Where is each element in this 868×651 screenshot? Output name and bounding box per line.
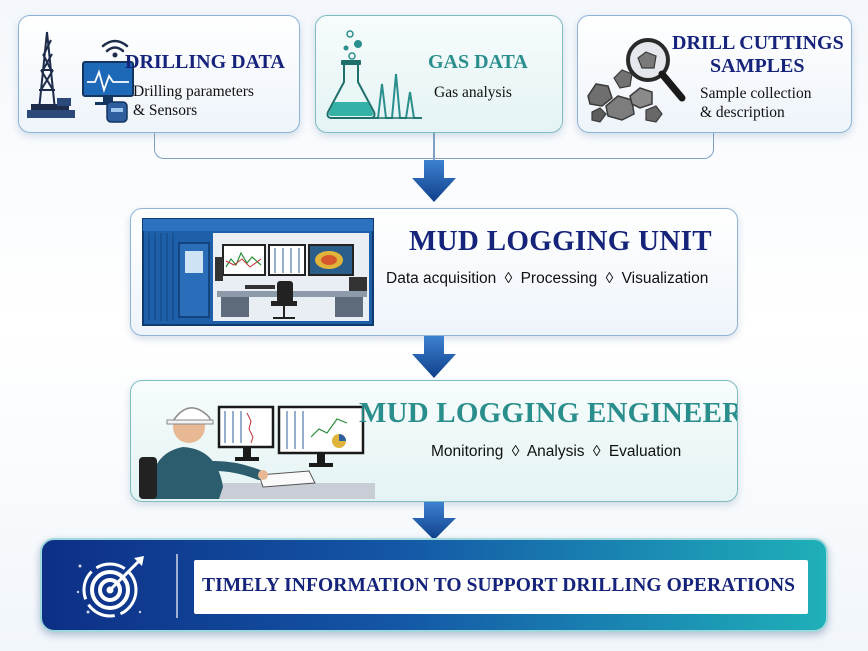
gas-data-card: GAS DATA Gas analysis	[315, 15, 563, 133]
unit-function-visualization: Visualization	[621, 270, 709, 287]
unit-separator-1: ◊	[504, 270, 513, 287]
mud-logging-unit-card: MUD LOGGING UNIT Data acquisition ◊ Proc…	[130, 208, 738, 336]
drill-cuttings-subtitle-2: & description	[700, 104, 785, 121]
gas-data-title: GAS DATA	[428, 51, 528, 73]
engineer-workstation-icon	[139, 405, 375, 499]
mud-logging-unit-functions: Data acquisition ◊ Processing ◊ Visualiz…	[386, 270, 708, 288]
mud-logging-unit-title: MUD LOGGING UNIT	[409, 225, 712, 257]
unit-function-acquisition: Data acquisition	[386, 270, 497, 287]
flask-chromatogram-icon	[326, 30, 422, 119]
mud-logging-engineer-title: MUD LOGGING ENGINEER	[359, 397, 738, 429]
result-banner: TIMELY INFORMATION TO SUPPORT DRILLING O…	[40, 538, 828, 632]
drill-cuttings-title-line-2: SAMPLES	[710, 55, 805, 77]
drilling-data-title: DRILLING DATA	[125, 51, 285, 73]
engineer-separator-2: ◊	[592, 443, 601, 460]
rock-magnifier-icon	[587, 38, 686, 123]
drill-cuttings-subtitle-1: Sample collection	[700, 85, 812, 102]
mud-logging-engineer-functions: Monitoring ◊ Analysis ◊ Evaluation	[431, 443, 681, 461]
engineer-function-evaluation: Evaluation	[608, 443, 682, 460]
gas-data-subtitle-1: Gas analysis	[434, 84, 512, 101]
result-text-box: TIMELY INFORMATION TO SUPPORT DRILLING O…	[194, 560, 808, 614]
mud-logging-engineer-card: MUD LOGGING ENGINEER Monitoring ◊ Analys…	[130, 380, 738, 502]
drilling-rig-sensor-icon	[27, 31, 134, 123]
drill-cuttings-card: DRILL CUTTINGS SAMPLES Sample collection…	[577, 15, 852, 133]
target-icon	[76, 556, 144, 618]
drilling-data-subtitle-2: & Sensors	[133, 102, 198, 119]
engineer-function-analysis: Analysis	[526, 443, 585, 460]
center-connector-line	[433, 133, 435, 175]
arrow-down-icon	[412, 160, 456, 202]
unit-separator-2: ◊	[605, 270, 614, 287]
arrow-down-icon	[412, 502, 456, 540]
arrow-down-icon	[412, 336, 456, 378]
result-text: TIMELY INFORMATION TO SUPPORT DRILLING O…	[202, 575, 796, 596]
engineer-function-monitoring: Monitoring	[431, 443, 504, 460]
drilling-data-subtitle-1: Drilling parameters	[133, 83, 254, 100]
unit-function-processing: Processing	[520, 270, 598, 287]
logging-cabin-icon	[142, 218, 374, 326]
engineer-separator-1: ◊	[511, 443, 520, 460]
drilling-data-card: DRILLING DATA Drilling parameters & Sens…	[18, 15, 300, 133]
banner-divider	[176, 554, 178, 618]
drill-cuttings-title-line-1: DRILL CUTTINGS	[672, 32, 844, 54]
